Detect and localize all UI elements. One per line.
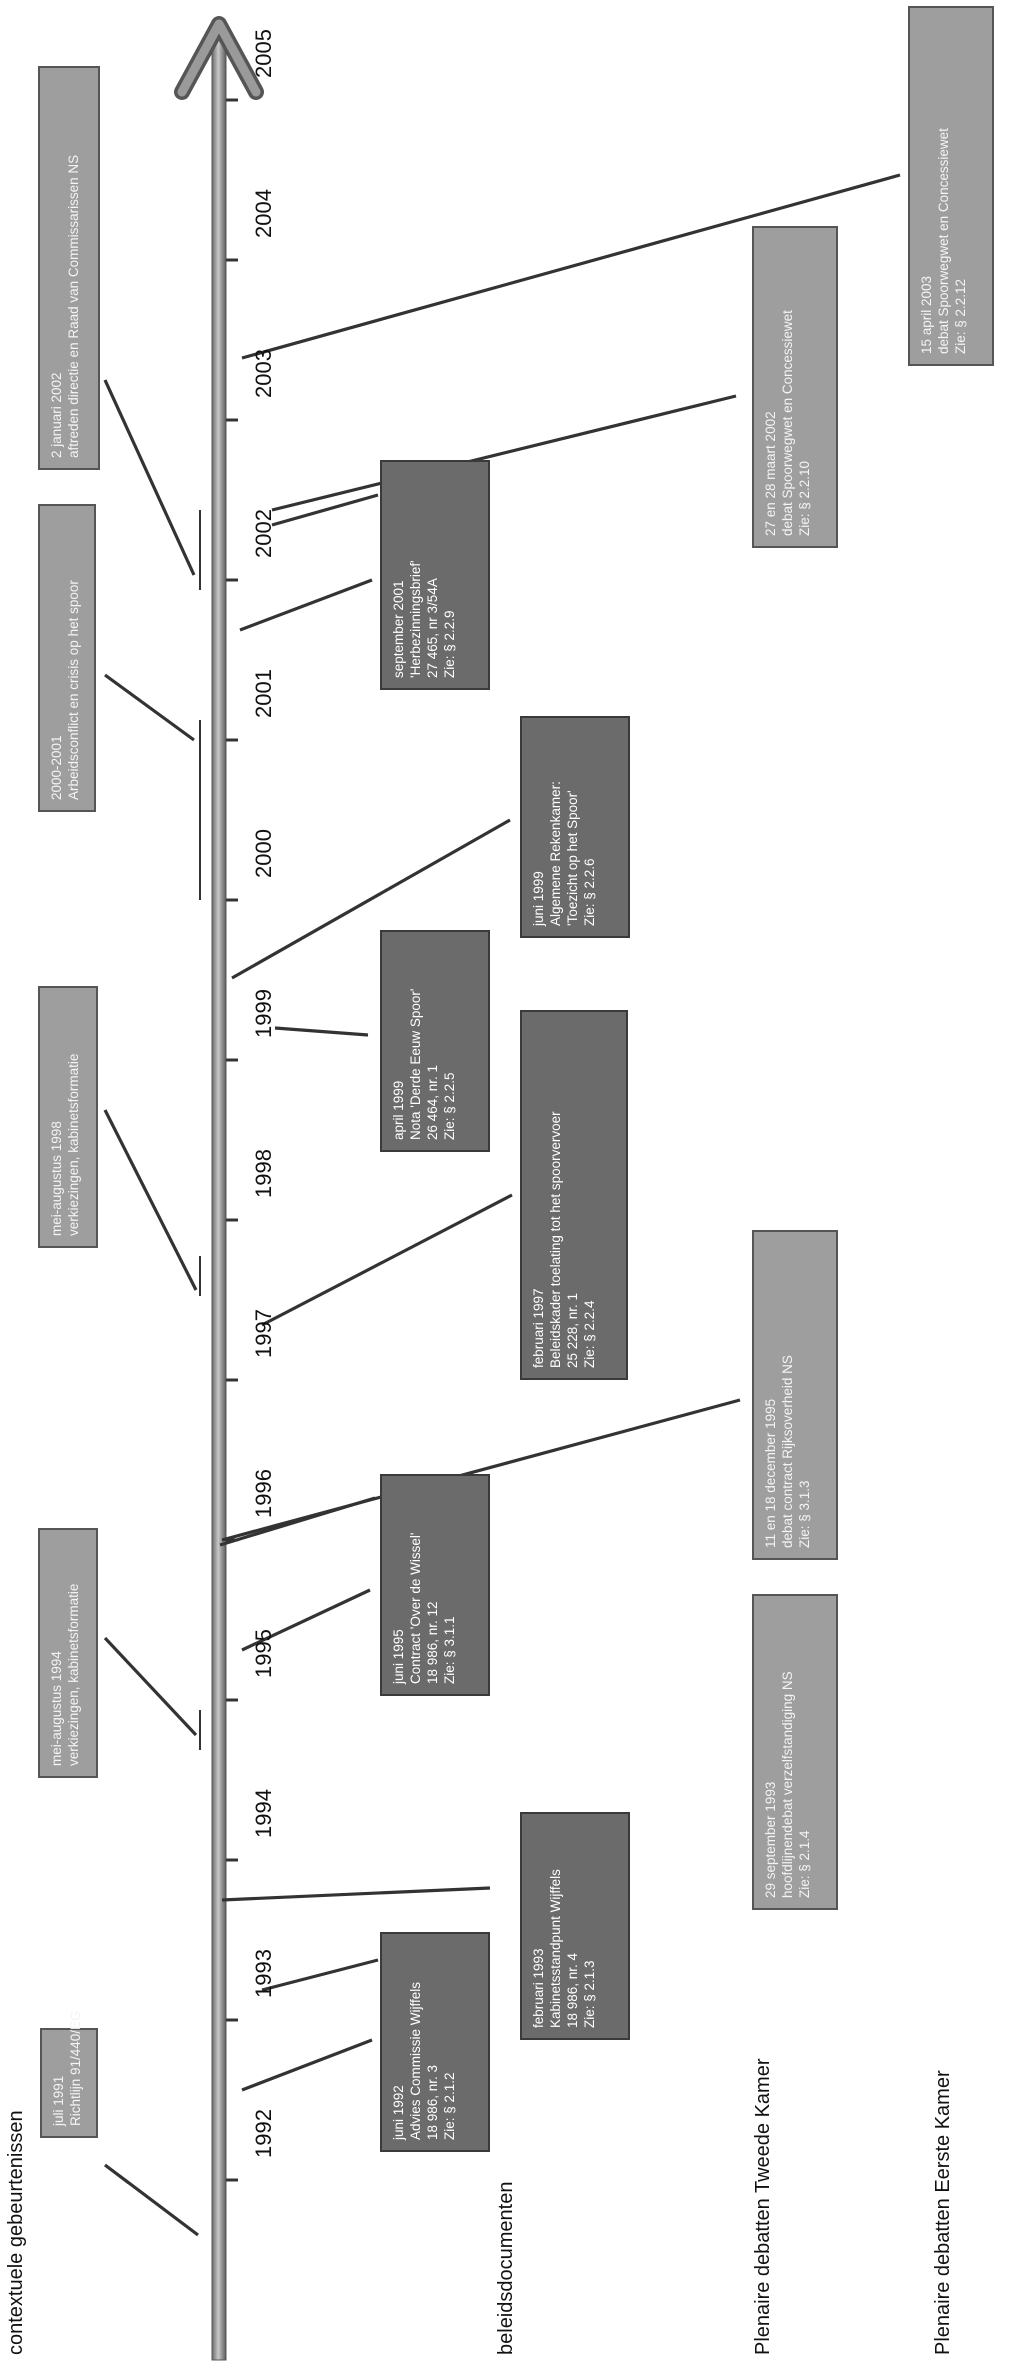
year-label: 1999: [251, 989, 276, 1038]
year-label: 2002: [251, 509, 276, 558]
lane-label-eerste-kamer: Plenaire debatten Eerste Kamer: [932, 2070, 954, 2355]
year-label: 1993: [251, 1949, 276, 1998]
connector-line: [104, 2163, 199, 2237]
timeline-axis: [211, 39, 227, 2361]
connector-line: [271, 394, 737, 512]
lane-label-tweede-kamer: Plenaire debatten Tweede Kamer: [752, 2058, 774, 2356]
connector-line: [103, 1636, 198, 1737]
year-label: 2001: [251, 669, 276, 718]
year-label: 1998: [251, 1149, 276, 1198]
connector-line: [104, 673, 195, 742]
connector-line: [103, 1109, 198, 1291]
arrow-head: [177, 19, 261, 97]
year-label: 1995: [251, 1629, 276, 1678]
year-label: 1996: [251, 1469, 276, 1518]
connector-line: [261, 1193, 513, 1327]
lane-label-context: contextuele gebeurtenissen: [5, 2110, 27, 2355]
connector-line: [241, 173, 901, 360]
connector-line: [274, 1026, 369, 1037]
connector-line: [231, 818, 511, 980]
connector-line: [239, 578, 373, 632]
year-label: 2000: [251, 829, 276, 878]
connector-line: [241, 1588, 371, 1652]
year-label: 1992: [251, 2109, 276, 2158]
year-label: 2005: [251, 29, 276, 78]
connector-line: [261, 1958, 379, 1992]
year-label: 2004: [251, 189, 276, 238]
policy-document-box: september 2001'Herbezinningsbrief'27 465…: [380, 460, 490, 690]
lane-label-policy: beleidsdocumenten: [495, 2181, 517, 2355]
connector-line: [271, 493, 379, 527]
connector-line: [221, 1886, 491, 1902]
connector-line: [221, 1398, 741, 1542]
connector-line: [103, 379, 196, 576]
year-label: 1997: [251, 1309, 276, 1358]
year-label: 1994: [251, 1789, 276, 1838]
year-label: 2003: [251, 349, 276, 398]
connector-line: [241, 2038, 373, 2092]
